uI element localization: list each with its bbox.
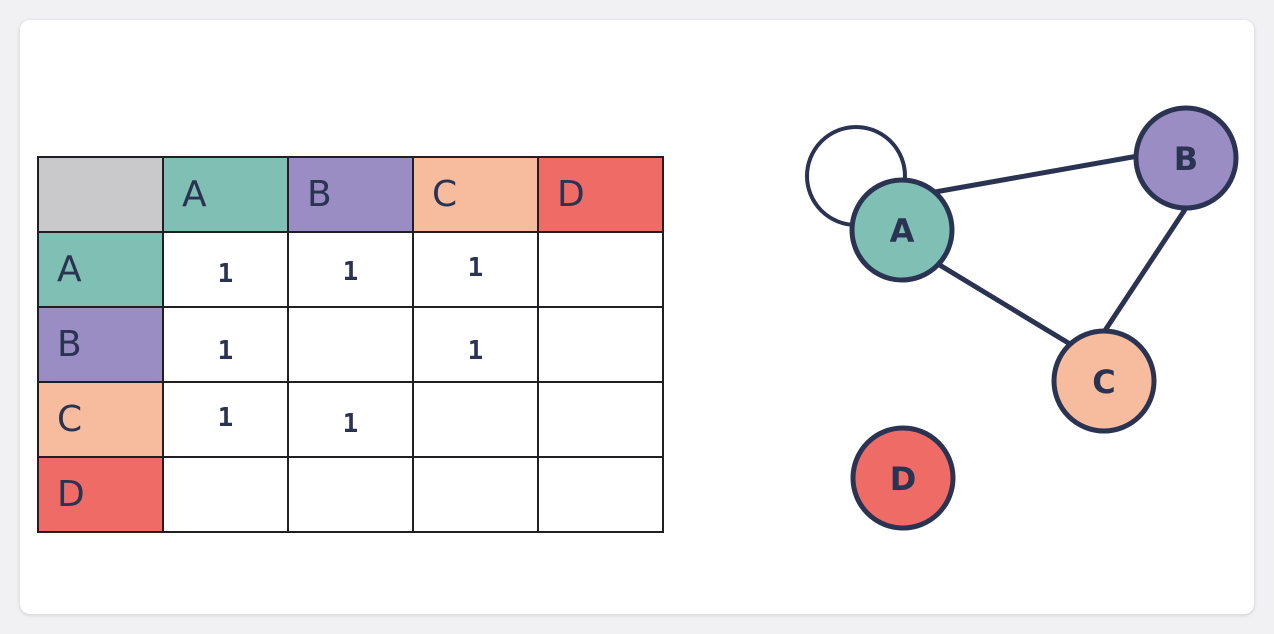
graph-node-d: D	[850, 425, 956, 531]
edge-a-b	[932, 153, 1141, 195]
matrix-cell	[537, 381, 664, 458]
row-header-b: B	[37, 306, 164, 383]
matrix-cell	[412, 456, 539, 533]
cell-value: 1	[217, 258, 234, 289]
row-header-c: C	[37, 381, 164, 458]
matrix-row-c: C 1 1	[37, 381, 664, 458]
graph-node-b: B	[1133, 105, 1239, 211]
matrix-header-row: A B C D	[37, 156, 664, 233]
cell-value: 1	[467, 335, 484, 366]
matrix-cell: 1	[162, 381, 289, 458]
cell-value: 1	[467, 252, 484, 283]
matrix-cell	[162, 456, 289, 533]
graph-node-c: C	[1051, 328, 1157, 434]
matrix-cell: 1	[287, 381, 414, 458]
matrix-cell: 1	[412, 231, 539, 308]
cell-value: 1	[217, 402, 234, 433]
column-header-d: D	[537, 156, 664, 233]
column-header-a: A	[162, 156, 289, 233]
matrix-cell: 1	[162, 231, 289, 308]
matrix-cell: 1	[412, 306, 539, 383]
column-header-b: B	[287, 156, 414, 233]
matrix-cell	[287, 306, 414, 383]
column-header-c: C	[412, 156, 539, 233]
graph-node-a: A	[849, 177, 955, 283]
node-c-label: C	[1092, 363, 1115, 401]
row-header-d: D	[37, 456, 164, 533]
edge-a-c	[935, 261, 1073, 347]
matrix-row-a: A 1 1 1	[37, 231, 664, 308]
matrix-cell	[537, 231, 664, 308]
matrix-row-d: D	[37, 456, 664, 533]
adjacency-matrix: A B C D A 1 1 1 B 1 1 C 1 1 D	[37, 156, 664, 533]
node-a-circle	[849, 177, 955, 283]
row-header-a: A	[37, 231, 164, 308]
matrix-cell	[537, 456, 664, 533]
edge-b-c	[1101, 205, 1189, 335]
matrix-cell: 1	[162, 306, 289, 383]
matrix-cell	[412, 381, 539, 458]
node-a-label: A	[890, 212, 915, 250]
matrix-cell: 1	[287, 231, 414, 308]
node-d-label: D	[890, 460, 917, 498]
node-b-label: B	[1174, 140, 1198, 178]
node-b-circle	[1133, 105, 1239, 211]
cell-value: 1	[217, 335, 234, 366]
node-d-circle	[850, 425, 956, 531]
node-c-circle	[1051, 328, 1157, 434]
matrix-corner-cell	[37, 156, 164, 233]
matrix-cell	[537, 306, 664, 383]
cell-value: 1	[342, 408, 359, 439]
matrix-cell	[287, 456, 414, 533]
matrix-row-b: B 1 1	[37, 306, 664, 383]
cell-value: 1	[342, 256, 359, 287]
